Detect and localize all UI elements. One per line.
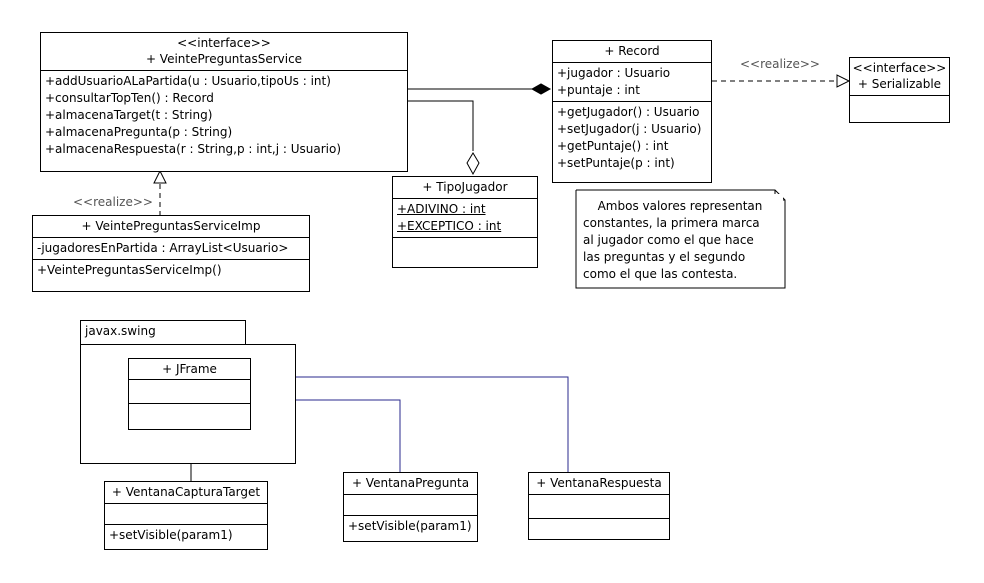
class-veinte-preguntas-service[interactable]: <<interface>> + VeintePreguntasService +…: [40, 32, 408, 172]
empty-compartment: [529, 518, 669, 540]
operations-compartment: +getJugador() : Usuario +setJugador(j : …: [553, 101, 711, 174]
class-name: + JFrame: [162, 362, 217, 376]
package-name: javax.swing: [85, 324, 156, 338]
class-tipo-jugador[interactable]: + TipoJugador +ADIVINO : int +EXCEPTICO …: [392, 176, 538, 268]
composition-diamond: [530, 83, 552, 95]
attribute: +EXCEPTICO : int: [397, 219, 502, 233]
class-name: + Record: [604, 44, 660, 58]
class-name: + Serializable: [857, 77, 942, 91]
note-outline: [575, 189, 786, 289]
operation: +setPuntaje(p : int): [557, 156, 675, 170]
generalization-line-respuesta: [263, 376, 569, 472]
attribute: -jugadoresEnPartida : ArrayList<Usuario>: [37, 241, 289, 255]
operations-compartment: +VeintePreguntasServiceImp(): [33, 259, 309, 281]
empty-compartment: [105, 503, 267, 524]
operations-compartment: +addUsuarioALaPartida(u : Usuario,tipoUs…: [41, 70, 407, 160]
class-name: + VentanaPregunta: [351, 476, 470, 490]
empty-compartment: [129, 379, 250, 403]
operation: +VeintePreguntasServiceImp(): [37, 263, 222, 277]
class-record[interactable]: + Record +jugador : Usuario +puntaje : i…: [552, 40, 712, 183]
operation: +setVisible(param1): [109, 528, 233, 542]
class-veinte-preguntas-service-imp[interactable]: + VeintePreguntasServiceImp -jugadoresEn…: [32, 215, 310, 292]
class-ventana-respuesta[interactable]: + VentanaRespuesta: [528, 472, 670, 540]
package-tab[interactable]: javax.swing: [80, 320, 246, 345]
note-line: constantes, la primera marca: [583, 216, 760, 230]
realize-label-imp: <<realize>>: [73, 195, 153, 209]
operation: +getPuntaje() : int: [557, 139, 669, 153]
aggregation-diamond: [466, 152, 480, 176]
attribute: +puntaje : int: [557, 83, 640, 97]
note-line: las preguntas y el segundo: [583, 250, 746, 264]
attribute: +ADIVINO : int: [397, 202, 486, 216]
operation: +almacenaPregunta(p : String): [45, 125, 233, 139]
attributes-compartment: +ADIVINO : int +EXCEPTICO : int: [393, 198, 537, 237]
stereotype-label: <<interface>>: [177, 36, 271, 50]
operation: +getJugador() : Usuario: [557, 105, 700, 119]
attributes-compartment: -jugadoresEnPartida : ArrayList<Usuario>: [33, 237, 309, 259]
class-header: <<interface>> + Serializable: [850, 58, 949, 95]
note-line: Ambos valores representan: [597, 199, 763, 213]
operation: +almacenaTarget(t : String): [45, 108, 213, 122]
empty-compartment: [129, 403, 250, 427]
class-name: + VeintePreguntasService: [145, 52, 303, 66]
operation: +setJugador(j : Usuario): [557, 122, 702, 136]
operation: +addUsuarioALaPartida(u : Usuario,tipoUs…: [45, 74, 331, 88]
note-line: al jugador como el que hace: [583, 233, 754, 247]
realize-arrowhead-record: [836, 74, 851, 88]
operation: +setVisible(param1): [348, 519, 472, 533]
operations-compartment: +setVisible(param1): [105, 524, 267, 546]
empty-compartment: [850, 95, 949, 120]
class-ventana-pregunta[interactable]: + VentanaPregunta +setVisible(param1): [343, 472, 478, 542]
note-comment[interactable]: Ambos valores representan constantes, la…: [577, 194, 783, 286]
generalization-line-pregunta: [263, 399, 401, 472]
note-line: como el que las contesta.: [583, 267, 738, 281]
class-name: + VentanaCapturaTarget: [111, 485, 261, 499]
operations-compartment: +setVisible(param1): [344, 515, 477, 537]
operation: +almacenaRespuesta(r : String,p : int,j …: [45, 142, 342, 156]
attribute: +jugador : Usuario: [557, 66, 671, 80]
empty-compartment: [393, 237, 537, 261]
empty-compartment: [529, 494, 669, 518]
class-name: + VeintePreguntasServiceImp: [81, 219, 261, 233]
realize-arrowhead-imp: [153, 169, 167, 184]
class-ventana-captura-target[interactable]: + VentanaCapturaTarget +setVisible(param…: [104, 481, 268, 550]
aggregation-line: [407, 100, 474, 151]
realize-label-record: <<realize>>: [740, 57, 820, 71]
attributes-compartment: +jugador : Usuario +puntaje : int: [553, 62, 711, 101]
class-header: <<interface>> + VeintePreguntasService: [41, 33, 407, 70]
class-jframe[interactable]: + JFrame: [128, 358, 251, 430]
empty-compartment: [344, 494, 477, 515]
class-serializable[interactable]: <<interface>> + Serializable: [849, 57, 950, 123]
class-name: + VentanaRespuesta: [536, 476, 662, 490]
class-name: + TipoJugador: [422, 180, 508, 194]
operation: +consultarTopTen() : Record: [45, 91, 214, 105]
stereotype-label: <<interface>>: [852, 61, 947, 75]
